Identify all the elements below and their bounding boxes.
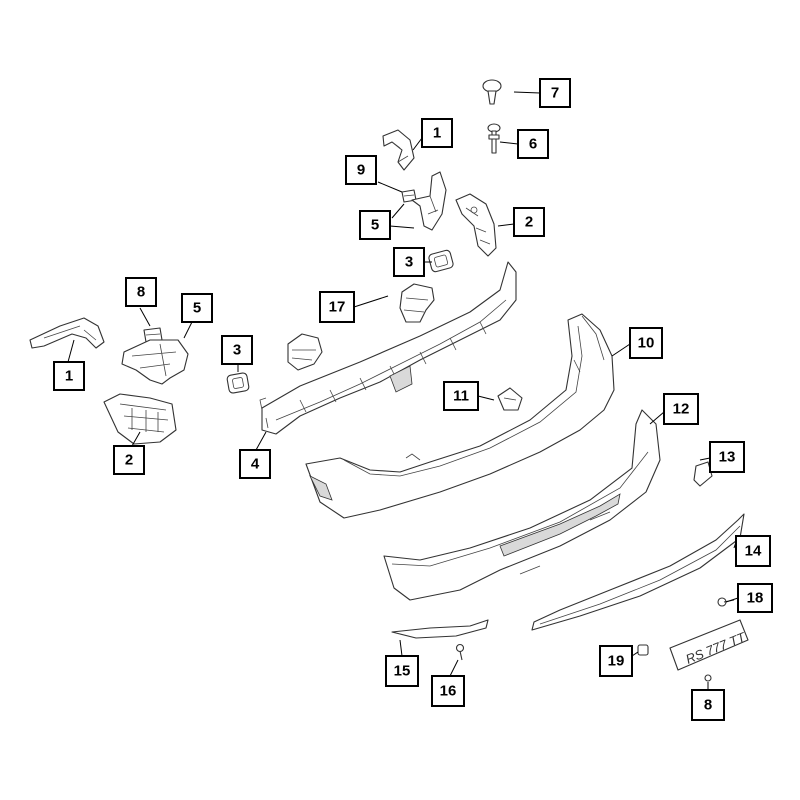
callout-10: 11	[443, 381, 479, 411]
part-1-bracket-left	[29, 317, 105, 349]
part-2-guide-bracket-left	[103, 393, 177, 445]
leader-lines	[67, 91, 739, 690]
part-16-screw	[704, 674, 712, 682]
part-13-trim-strip	[531, 513, 745, 631]
callout-8-upper: 9	[345, 155, 377, 185]
callout-9-label: 10	[638, 335, 655, 352]
callout-3-upper: 3	[393, 247, 425, 277]
part-19-grommet	[637, 644, 649, 656]
callout-18: 18	[737, 583, 773, 613]
callout-10-label: 11	[453, 388, 469, 405]
part-4-energy-absorber	[259, 261, 517, 435]
callout-18-label: 18	[747, 590, 764, 607]
part-11-lower-fascia	[383, 409, 661, 601]
callout-19: 19	[599, 645, 633, 677]
part-3-grommet-right	[428, 249, 454, 273]
part-14-reflector-strip	[391, 619, 489, 639]
callout-16-label: 8	[704, 697, 712, 714]
part-1-bracket-right	[382, 129, 415, 171]
callout-11-label: 12	[673, 401, 690, 418]
callout-1-upper-label: 1	[433, 125, 441, 142]
callout-3-lower-label: 3	[233, 342, 241, 359]
license-plate: RS 777 TT	[669, 619, 749, 671]
callout-2-upper: 2	[513, 207, 545, 237]
part-5-bracket-right	[411, 171, 447, 231]
callout-7-label: 7	[551, 85, 559, 102]
callout-9: 10	[629, 327, 663, 359]
callout-12-label: 13	[719, 449, 736, 466]
callout-17: 17	[319, 291, 355, 323]
part-5-bracket-left	[121, 339, 189, 385]
callout-1-upper: 1	[421, 118, 453, 148]
callout-8-lower: 8	[125, 277, 157, 307]
callout-16: 8	[691, 689, 725, 721]
callout-13-label: 14	[745, 543, 762, 560]
callout-5-upper: 5	[359, 210, 391, 240]
callout-8-lower-label: 8	[137, 284, 145, 301]
callout-3-upper-label: 3	[405, 254, 413, 271]
callout-15-label: 16	[440, 683, 457, 700]
callout-6-label: 6	[529, 136, 537, 153]
part-10-clip	[497, 387, 523, 411]
part-7-screw	[482, 79, 502, 105]
callout-4-label: 4	[251, 456, 260, 473]
callout-5-lower: 5	[181, 293, 213, 323]
callout-2-lower-label: 2	[125, 452, 133, 469]
part-9-bumper-fascia	[305, 313, 615, 519]
callout-12: 13	[709, 441, 745, 473]
part-15-screw	[455, 643, 465, 661]
callout-2-upper-label: 2	[525, 214, 533, 231]
callout-5-lower-label: 5	[193, 300, 201, 317]
callout-15: 16	[431, 675, 465, 707]
callout-3-lower: 3	[221, 335, 253, 365]
callout-2-lower: 2	[113, 445, 145, 475]
callout-8-upper-label: 9	[357, 162, 365, 179]
callout-1-lower: 1	[53, 361, 85, 391]
part-17-sensor-bracket	[287, 283, 435, 371]
callout-13: 14	[735, 535, 771, 567]
callout-14: 15	[385, 655, 419, 687]
callout-7: 7	[539, 78, 571, 108]
part-2-guide-bracket-right	[455, 193, 497, 257]
callout-4: 4	[239, 449, 271, 479]
part-12-bracket	[693, 461, 713, 487]
callout-5-upper-label: 5	[371, 217, 379, 234]
callout-1-lower-label: 1	[65, 368, 73, 385]
callout-11: 12	[663, 393, 699, 425]
callout-17-label: 17	[329, 299, 346, 316]
callout-14-label: 15	[394, 663, 411, 680]
part-6-rivet	[487, 123, 501, 154]
callout-6: 6	[517, 129, 549, 159]
callout-19-label: 19	[608, 653, 625, 670]
part-3-grommet-left	[226, 372, 250, 394]
